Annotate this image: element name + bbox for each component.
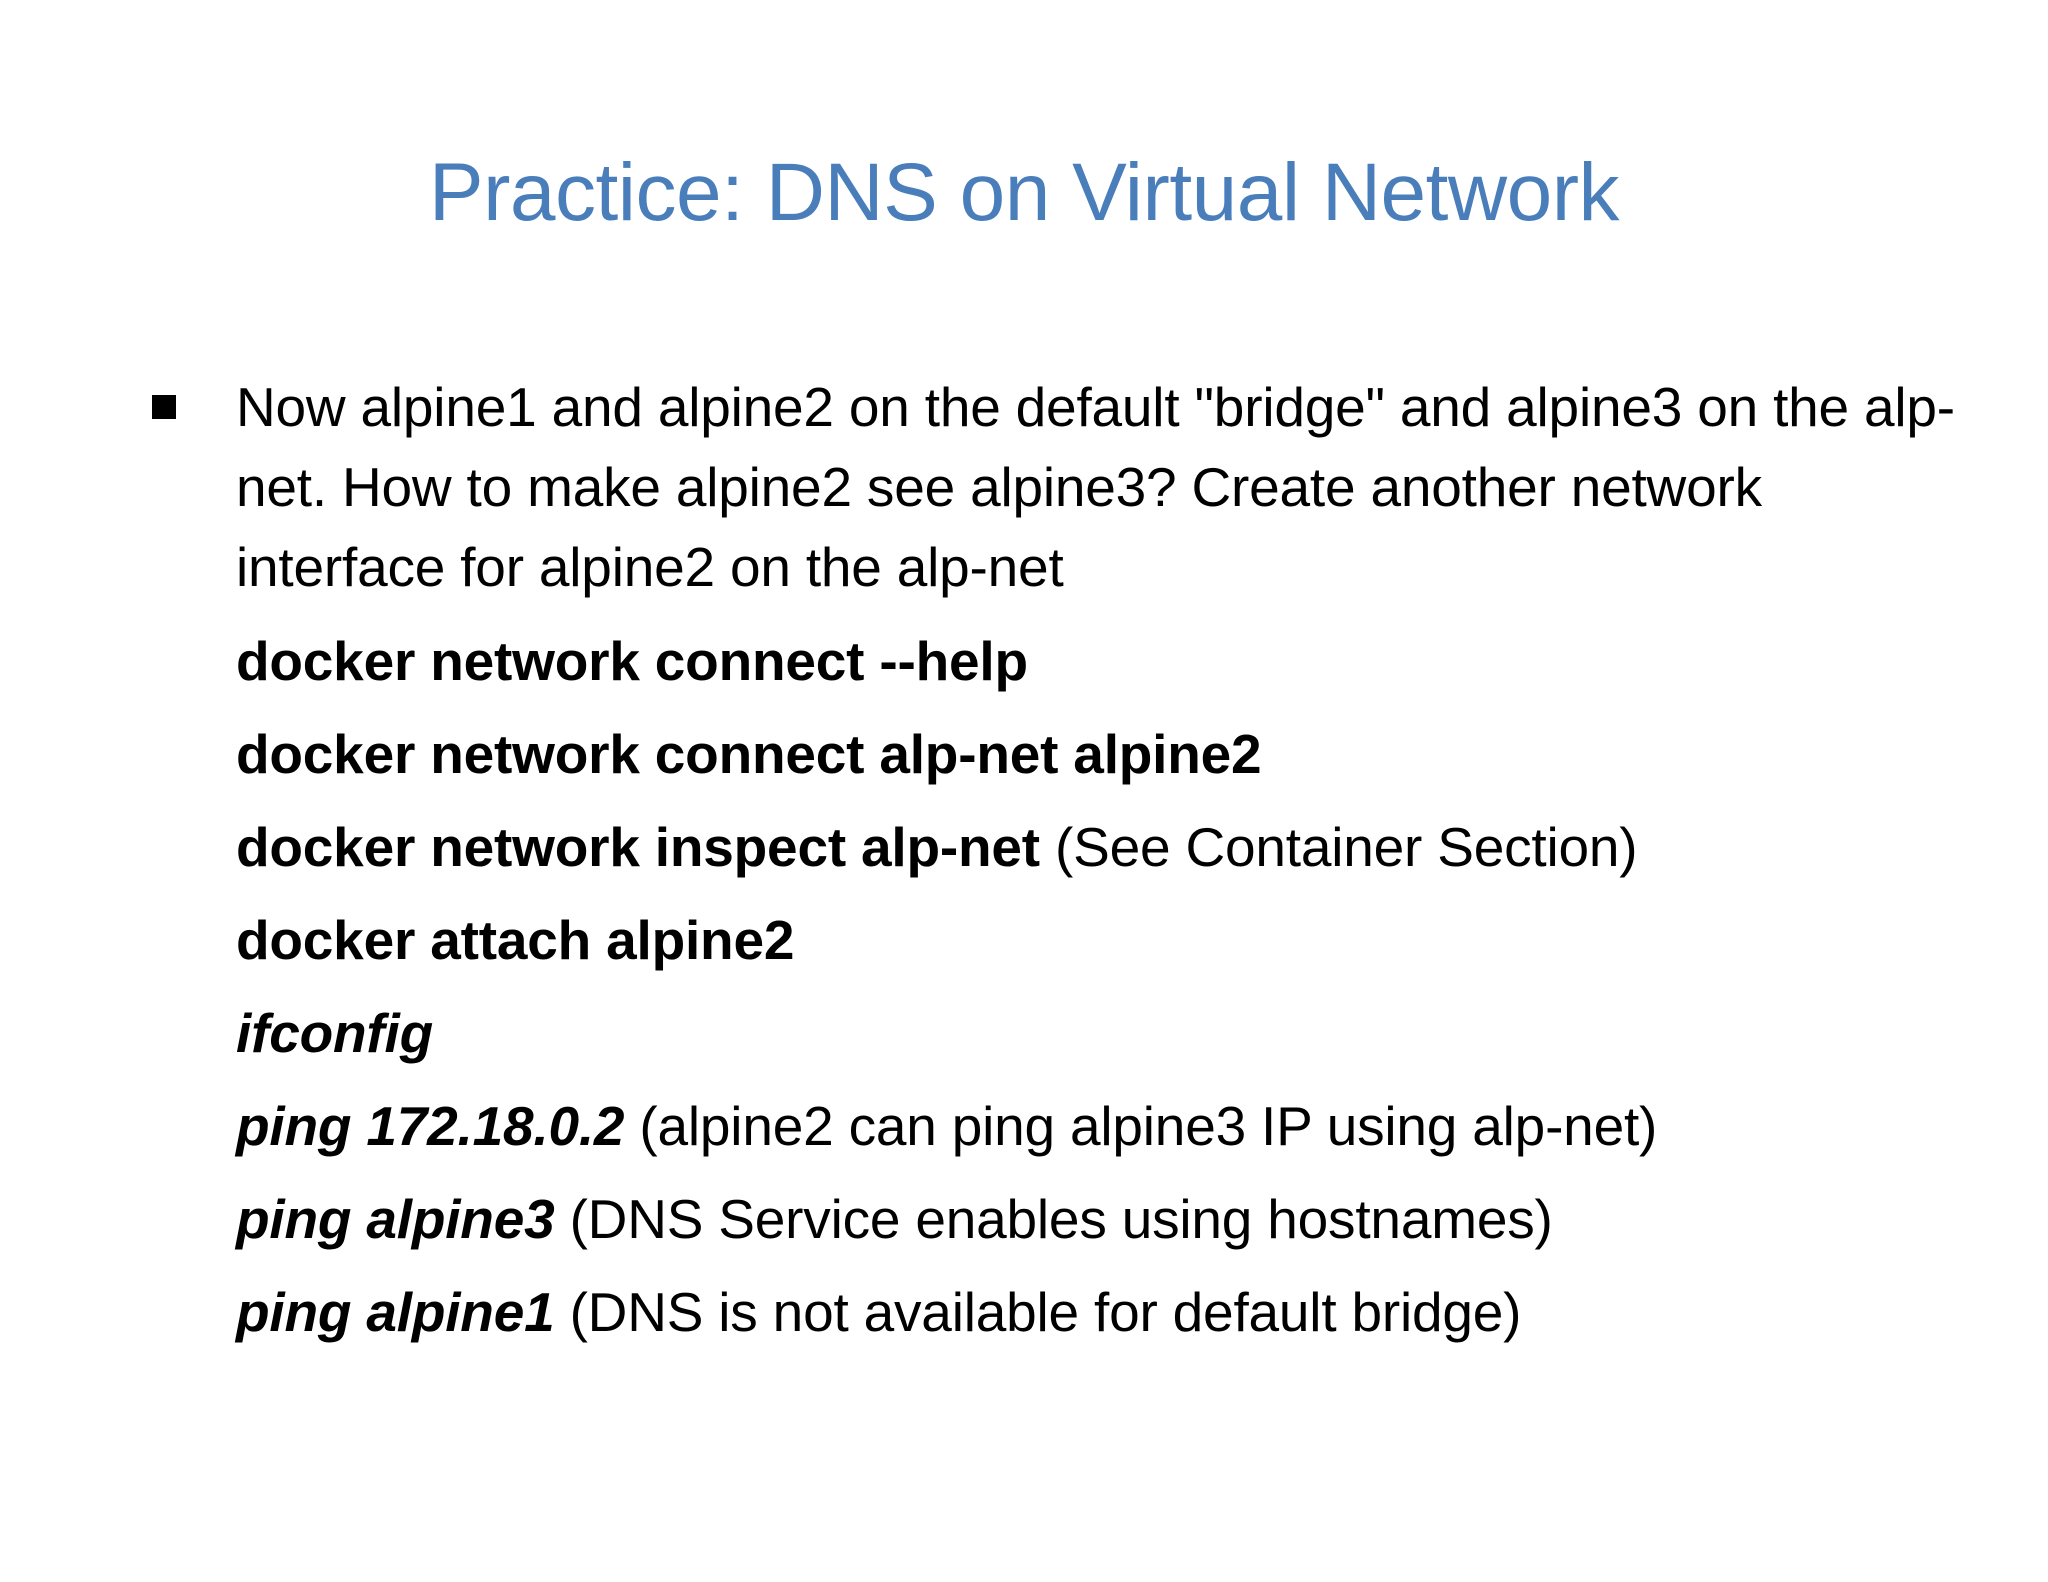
command-code: ping alpine3: [236, 1188, 555, 1251]
command-line: docker network inspect alp-net (See Cont…: [236, 793, 1968, 886]
command-line: docker network connect --help: [236, 607, 1968, 700]
command-line: docker attach alpine2: [236, 886, 1968, 979]
command-line: ping 172.18.0.2 (alpine2 can ping alpine…: [236, 1072, 1968, 1165]
command-code: docker network connect --help: [236, 630, 1028, 693]
command-code: ping 172.18.0.2: [236, 1095, 625, 1158]
command-code: ifconfig: [236, 1002, 433, 1065]
command-line: ping alpine1 (DNS is not available for d…: [236, 1258, 1968, 1351]
command-note: (DNS Service enables using hostnames): [554, 1188, 1553, 1251]
command-list: docker network connect --help docker net…: [148, 607, 1968, 1351]
command-line: ifconfig: [236, 979, 1968, 1072]
command-code: docker attach alpine2: [236, 909, 795, 972]
command-line: docker network connect alp-net alpine2: [236, 700, 1968, 793]
command-note: (alpine2 can ping alpine3 IP using alp-n…: [624, 1095, 1658, 1158]
page-title: Practice: DNS on Virtual Network: [428, 147, 1620, 238]
bullet-item-intro: Now alpine1 and alpine2 on the default "…: [148, 368, 1968, 607]
square-bullet-icon: [152, 395, 176, 419]
command-line: ping alpine3 (DNS Service enables using …: [236, 1165, 1968, 1258]
slide-body: Now alpine1 and alpine2 on the default "…: [148, 368, 1968, 1351]
bullet-item-text: Now alpine1 and alpine2 on the default "…: [236, 376, 1955, 598]
command-code: ping alpine1: [236, 1281, 555, 1344]
command-note: (See Container Section): [1039, 816, 1638, 879]
command-note: (DNS is not available for default bridge…: [554, 1281, 1522, 1344]
command-code: docker network connect alp-net alpine2: [236, 723, 1262, 786]
command-code: docker network inspect alp-net: [236, 816, 1040, 879]
